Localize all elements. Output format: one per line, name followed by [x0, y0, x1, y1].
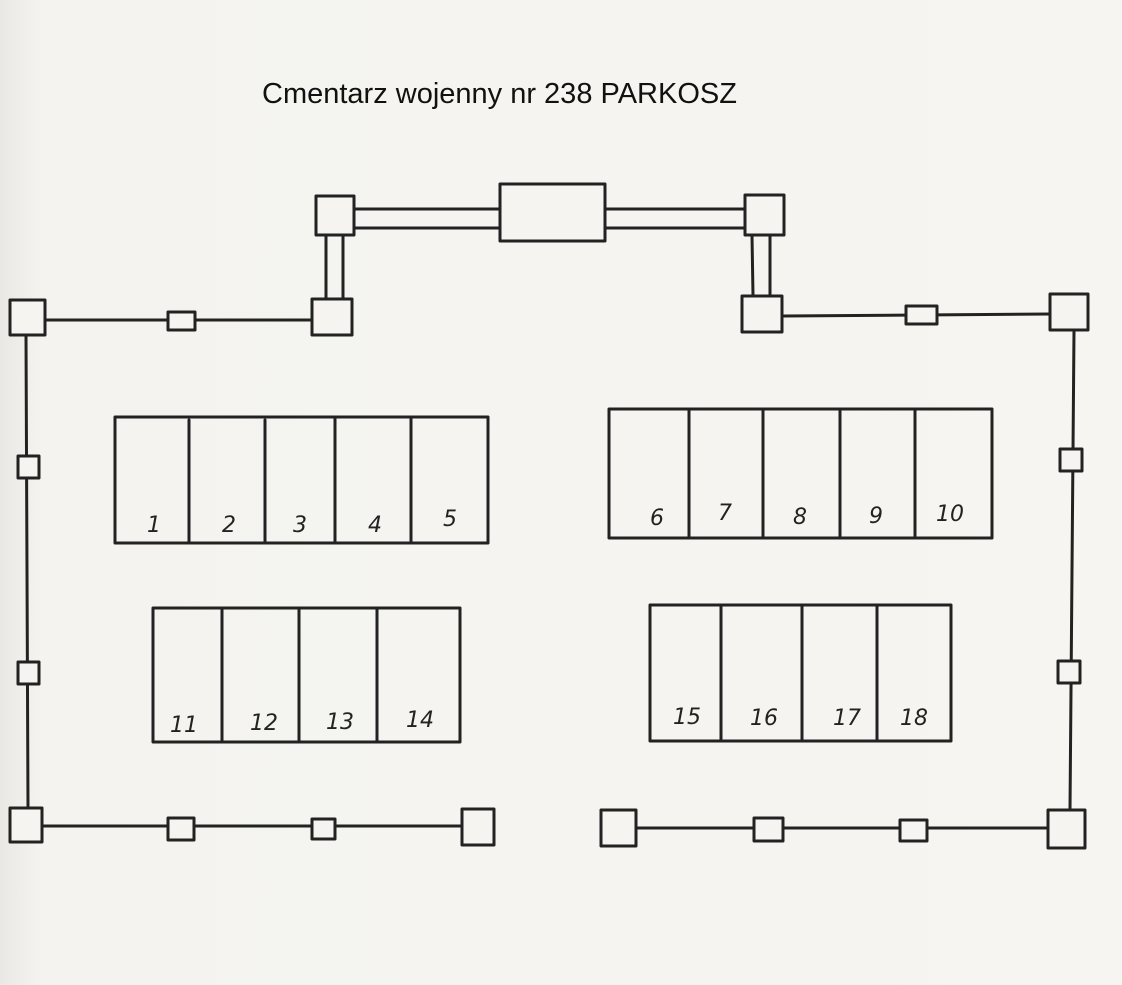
plot-label: 11 [170, 713, 198, 738]
plot-label: 16 [750, 706, 778, 731]
post-small [1058, 447, 1084, 473]
plot-label: 8 [793, 505, 807, 530]
grave-block-6-10 [607, 407, 994, 540]
plot-label: 4 [368, 513, 382, 538]
post-small [904, 304, 939, 326]
post-large [460, 807, 496, 847]
wall-left [24, 334, 30, 810]
wall-right [1068, 329, 1076, 812]
post-large [8, 806, 44, 844]
grave-block-1-5 [113, 415, 490, 545]
plot-label: 9 [869, 504, 883, 529]
post-large [314, 194, 356, 237]
plot-label: 12 [250, 711, 278, 736]
plot-label: 1 [147, 513, 161, 538]
post-large [743, 193, 786, 237]
post-large [310, 297, 354, 337]
plot-label: 10 [936, 502, 964, 527]
post-small [166, 816, 196, 842]
plot-label: 6 [650, 506, 664, 531]
post-small [898, 818, 929, 843]
plot-label: 13 [326, 710, 354, 735]
post-small [310, 817, 337, 841]
walkway-right-down-a [750, 234, 755, 297]
page-title: Cmentarz wojenny nr 238 PARKOSZ [262, 78, 737, 110]
post-small [16, 454, 41, 480]
post-large [740, 294, 784, 334]
plot-label: 2 [222, 513, 236, 538]
post-small [752, 816, 785, 843]
post-large [1046, 808, 1087, 850]
post-large [1048, 292, 1090, 332]
plot-label: 7 [718, 501, 732, 526]
plot-label: 17 [833, 706, 861, 731]
post-small [16, 660, 41, 686]
plot-label: 3 [293, 513, 307, 538]
plot-label: 18 [900, 706, 928, 731]
post-large [8, 298, 47, 337]
post-small [166, 310, 197, 332]
plot-label: 14 [406, 708, 434, 733]
post-large [599, 808, 638, 848]
plot-label: 15 [673, 705, 701, 730]
gate-building [498, 182, 607, 243]
grave-block-11-14 [151, 606, 462, 744]
plot-label: 5 [443, 507, 457, 532]
post-small [1056, 659, 1082, 685]
